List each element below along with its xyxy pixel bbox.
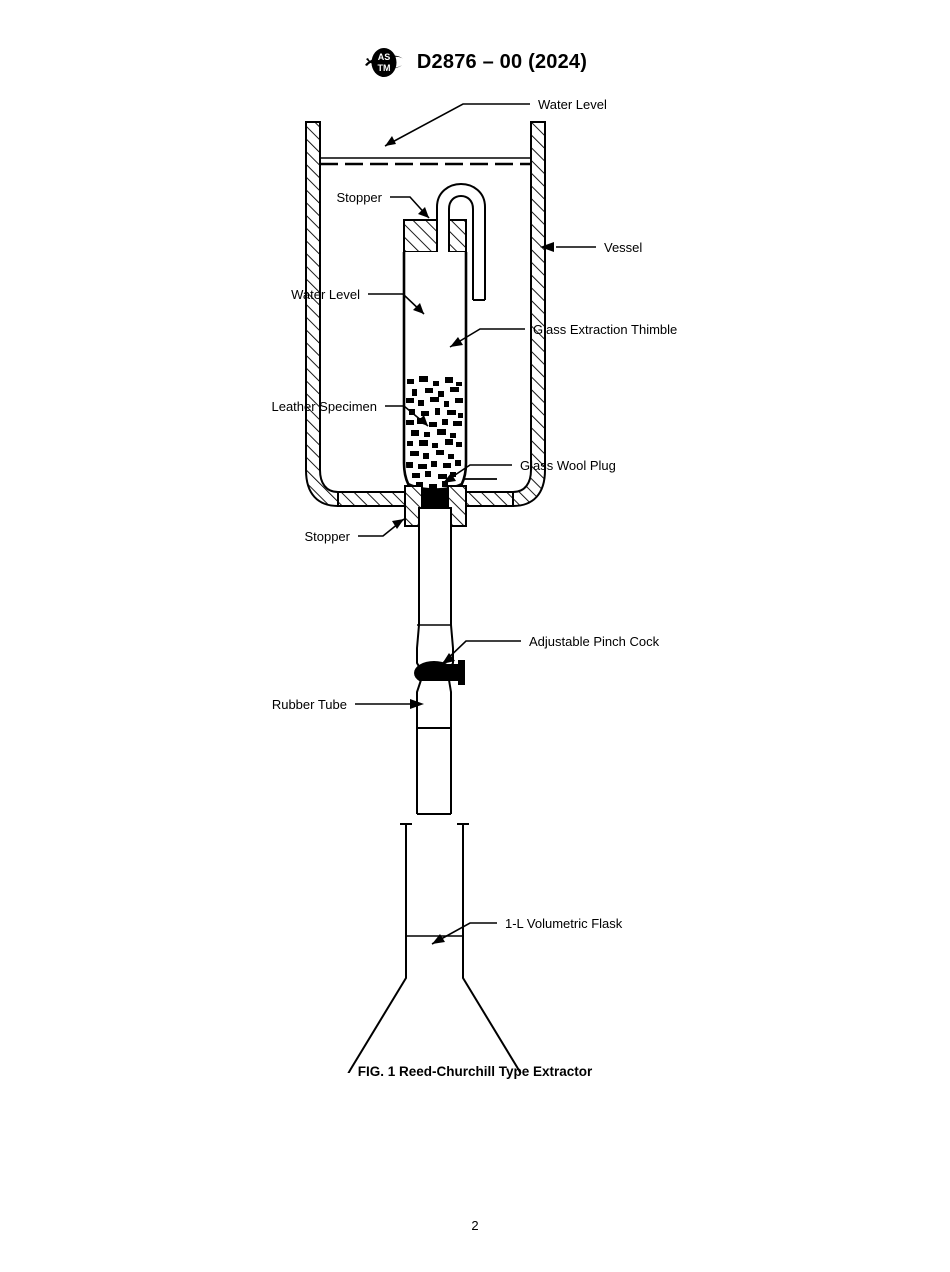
stopper-top (403, 219, 467, 253)
label-stopper-bottom: Stopper (304, 529, 350, 544)
label-water-level-top: Water Level (538, 97, 607, 112)
svg-text:TM: TM (377, 63, 390, 73)
stopper-bottom (404, 485, 467, 527)
leader-lines (355, 103, 596, 945)
figure-labels: Water Level Vessel Stopper Water Level G… (271, 97, 677, 931)
figure-caption: FIG. 1 Reed-Churchill Type Extractor (357, 1064, 593, 1079)
label-rubber-tube: Rubber Tube (272, 697, 347, 712)
document-header: AS TM D2876 – 00 (2024) (0, 46, 950, 79)
label-stopper-top: Stopper (336, 190, 382, 205)
document-designation: D2876 – 00 (2024) (416, 51, 588, 73)
label-adjustable-pinch-cock: Adjustable Pinch Cock (529, 634, 660, 649)
vessel-water-level-line (320, 157, 531, 166)
label-water-level-thimble: Water Level (291, 287, 360, 302)
extractor-apparatus-svg: Water Level Vessel Stopper Water Level G… (271, 97, 677, 1073)
figure-1-diagram: Water Level Vessel Stopper Water Level G… (0, 88, 950, 1073)
thimble-contents (406, 320, 464, 489)
volumetric-flask (347, 823, 522, 1073)
label-leather-specimen: Leather Specimen (271, 399, 377, 414)
astm-logo-icon: AS TM (364, 48, 403, 77)
svg-text:AS: AS (378, 52, 391, 62)
label-vessel: Vessel (604, 240, 642, 255)
leather-specimen-speckles (406, 376, 463, 489)
page-number: 2 (471, 1218, 479, 1233)
label-volumetric-flask: 1-L Volumetric Flask (505, 916, 623, 931)
rubber-tube (416, 679, 452, 815)
label-glass-wool-plug: Glass Wool Plug (520, 458, 616, 473)
label-glass-extraction-thimble: Glass Extraction Thimble (533, 322, 677, 337)
